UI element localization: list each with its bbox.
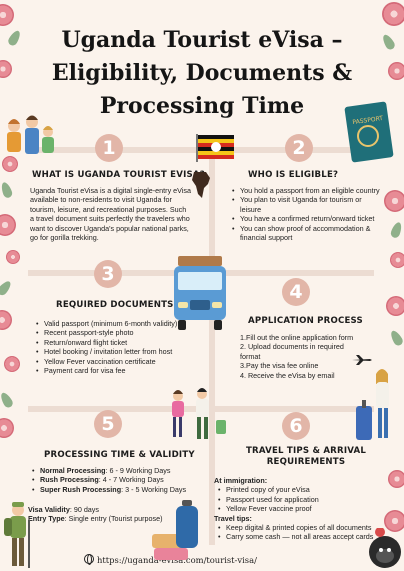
list-item: 3.Pay the visa fee online [240,361,319,371]
page-title: Uganda Tourist eVisa – Eligibility, Docu… [51,27,353,119]
step-number-1: 1 [95,134,123,162]
list-item: Hotel booking / invitation letter from h… [36,347,186,357]
list-item: Passport used for application [218,495,386,505]
step-number-3: 3 [94,260,122,288]
list-item: Carry some cash — not all areas accept c… [218,532,386,542]
list-item: Valid passport (minimum 6-month validity… [36,319,186,329]
eligibility-list: You hold a passport from an eligible cou… [232,186,382,242]
list-item: Payment card for visa fee [36,366,186,376]
section-heading-application: Application Process [248,316,363,326]
passport-illustration: PASSPORT [344,101,394,163]
list-item: Keep digital & printed copies of all doc… [218,523,386,533]
list-item: You can show proof of accommodation & fi… [232,224,382,243]
section-heading-travel-tips: Travel Tips & Arrival Requirements [245,446,367,467]
path-line [209,150,215,545]
step-number-4: 4 [282,278,310,306]
list-item: Super Rush Processing: 3 - 5 Working Day… [32,485,208,495]
list-item: You plan to visit Uganda for tourism or … [232,195,382,214]
uganda-flag-illustration [196,134,234,162]
list-item: Yellow Fever vaccine proof [218,504,386,514]
list-item: Recent passport-style photo [36,328,186,338]
globe-icon [84,554,94,565]
passport-label: PASSPORT [352,115,384,126]
list-item: 4. Receive the eVisa by email [240,370,335,380]
suitcases-illustration [152,500,198,560]
safari-bus-illustration [174,256,226,330]
list-item: 1.Fill out the online application form [240,333,354,342]
section-heading-processing: Processing Time & Validity [44,450,195,460]
list-item: Rush Processing: 4 - 7 Working Days [32,475,208,485]
processing-list: Normal Processing: 6 - 9 Working Days Ru… [32,466,208,495]
section-body-what-is: Uganda Tourist eVisa is a digital single… [30,186,192,243]
section-heading-documents: Required Documents [56,300,174,310]
step-number-5: 5 [94,410,122,438]
travel-tips-block: At immigration: Printed copy of your eVi… [214,476,386,542]
list-item: Normal Processing: 6 - 9 Working Days [32,466,208,476]
list-item: Return/onward flight ticket [36,338,186,348]
list-item: Yellow Fever vaccination certificate [36,357,186,367]
list-item: You have a confirmed return/onward ticke… [232,214,382,224]
list-item: You hold a passport from an eligible cou… [232,186,382,196]
validity-info: Visa Validity: 90 days Entry Type: Singl… [28,505,163,524]
documents-list: Valid passport (minimum 6-month validity… [36,319,186,376]
hiker-illustration [4,502,30,568]
step-number-6: 6 [282,412,310,440]
list-item: Printed copy of your eVisa [218,485,386,495]
africa-map-illustration [192,172,210,198]
step-number-2: 2 [285,134,313,162]
airplane-icon [352,355,372,365]
section-heading-eligibility: Who is eligible? [248,170,339,180]
traveler-illustration [356,369,389,440]
section-heading-what-is: What is Uganda Tourist eVisa? [32,170,205,180]
couple-walking-illustration [172,388,226,439]
family-illustration [7,115,54,154]
application-steps: 1.Fill out the online application form 2… [240,333,362,380]
gorilla-illustration [369,528,401,568]
list-item: 2. Upload documents in required format [240,342,344,361]
